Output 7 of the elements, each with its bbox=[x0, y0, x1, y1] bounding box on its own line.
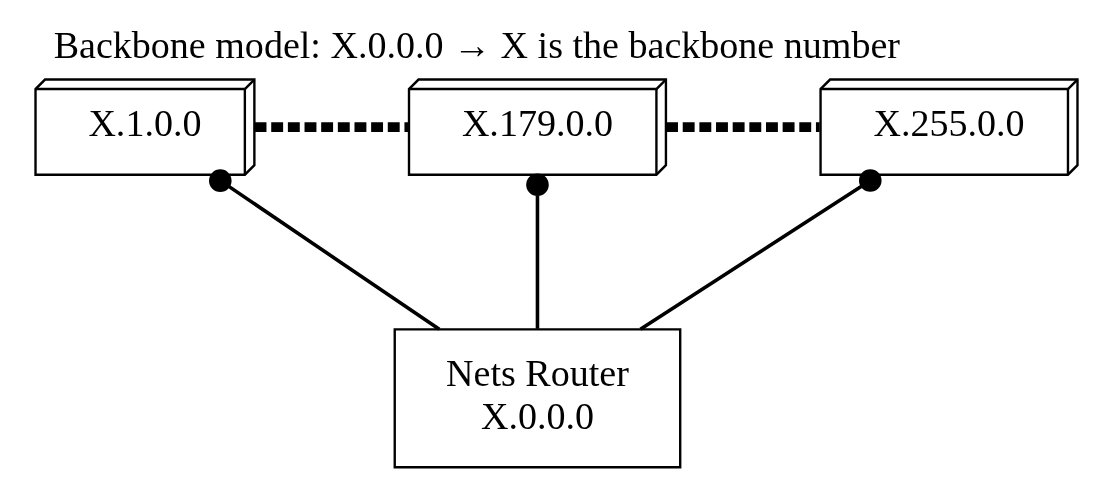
diagram-title: Backbone model: X.0.0.0 → X is the backbone number bbox=[53, 23, 900, 66]
connector bbox=[526, 173, 549, 329]
connector bbox=[254, 122, 409, 132]
connector bbox=[666, 122, 820, 132]
connector bbox=[209, 169, 441, 331]
connector bbox=[639, 169, 882, 331]
node-box: Nets Router X.0.0.0 bbox=[393, 328, 682, 469]
